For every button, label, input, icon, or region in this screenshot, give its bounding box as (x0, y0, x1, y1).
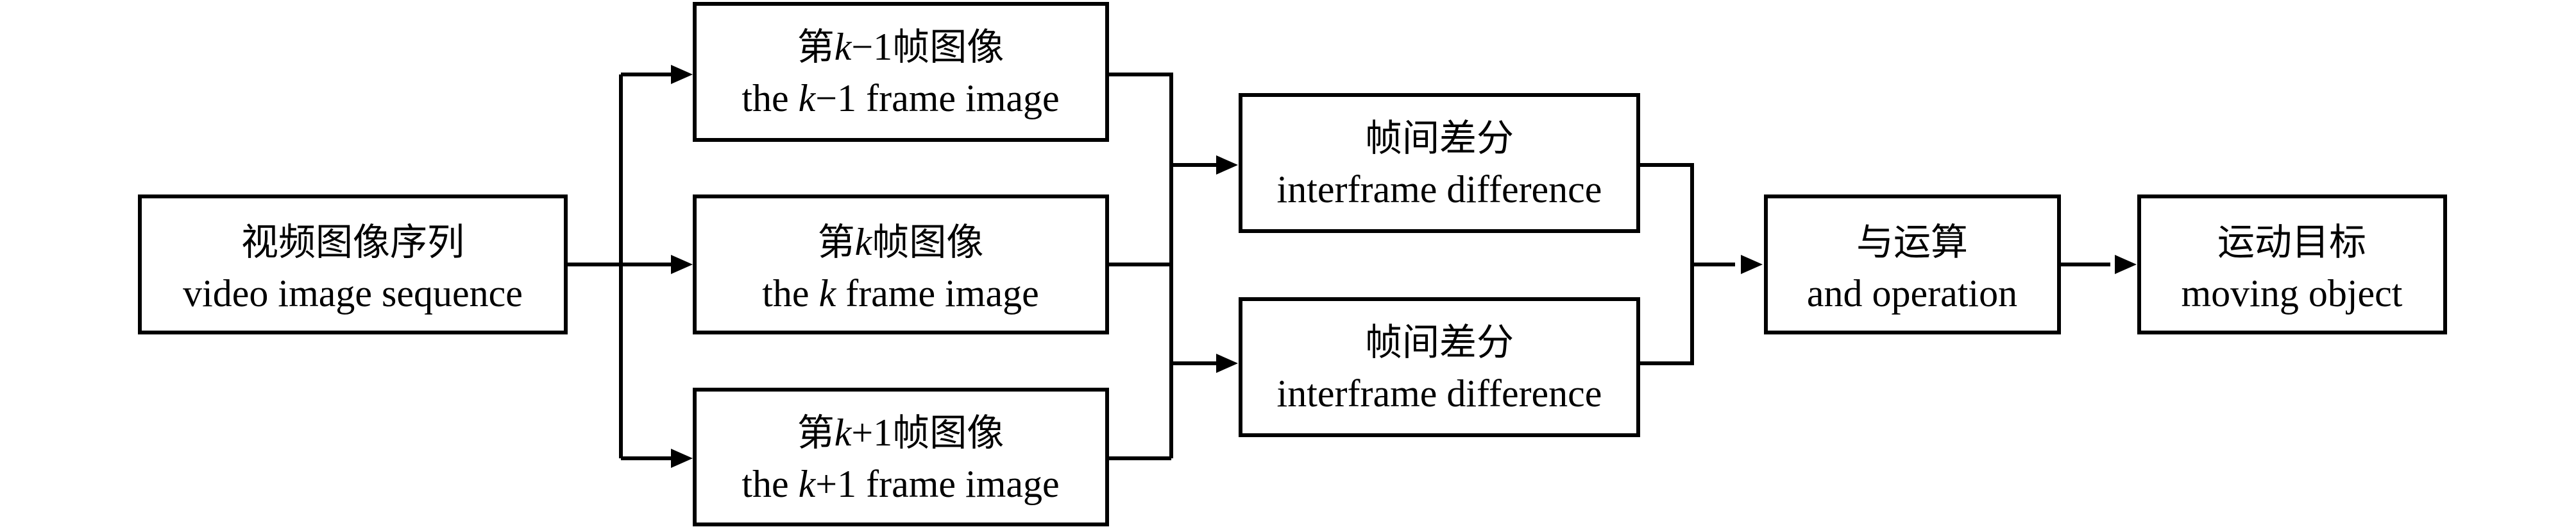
connector-sequence-split (567, 73, 677, 460)
node-diff-bottom-en: interframe difference (1277, 372, 1602, 415)
node-frame-next-en-pre: the (741, 463, 798, 505)
connectors (567, 65, 2137, 468)
node-frame-cur-en-post: frame image (836, 272, 1039, 315)
node-frame-next-en-var: k (799, 463, 817, 505)
node-frame-prev-en-var: k (799, 77, 817, 119)
node-diff-top: 帧间差分 interframe difference (1239, 93, 1640, 233)
node-frame-cur: 第k帧图像 the k frame image (693, 194, 1109, 334)
node-frame-cur-zh-pre: 第 (818, 220, 855, 264)
arrowhead-frame-cur (671, 255, 693, 274)
node-frame-next-en-post: +1 frame image (815, 463, 1059, 505)
node-frame-next-zh-post: 帧图像 (892, 411, 1004, 454)
node-moving-object-en: moving object (2182, 272, 2403, 315)
node-frame-next-en: the k+1 frame image (741, 463, 1059, 505)
node-frame-prev-zh-pre: 第 (797, 25, 835, 69)
node-diff-top-zh: 帧间差分 (1365, 116, 1514, 160)
node-frame-prev: 第k−1帧图像 the k−1 frame image (693, 2, 1109, 142)
node-moving-object: 运动目标 moving object (2137, 194, 2447, 334)
node-frame-cur-zh-post: 帧图像 (872, 220, 983, 264)
node-diff-top-en: interframe difference (1277, 168, 1602, 211)
node-video-sequence-zh: 视频图像序列 (241, 220, 464, 264)
node-frame-prev-en-post: −1 frame image (815, 77, 1059, 119)
node-frame-prev-en: the k−1 frame image (741, 77, 1059, 119)
connector-frames-to-diff-top (1107, 73, 1217, 460)
node-frame-cur-en-pre: the (762, 272, 818, 315)
node-and-operation-zh: 与运算 (1856, 220, 1968, 264)
node-frame-cur-en-var: k (819, 272, 837, 315)
arrowhead-diff-bottom (1216, 354, 1238, 373)
node-moving-object-zh: 运动目标 (2217, 220, 2366, 264)
node-frame-prev-zh: 第k−1帧图像 (797, 25, 1004, 69)
node-frame-next-zh: 第k+1帧图像 (797, 411, 1004, 454)
node-and-operation: 与运算 and operation (1764, 194, 2061, 334)
node-frame-next: 第k+1帧图像 the k+1 frame image (693, 388, 1109, 526)
node-video-sequence: 视频图像序列 video image sequence (138, 194, 568, 334)
node-frame-cur-zh-var: k (855, 221, 873, 263)
node-frame-prev-en-pre: the (741, 77, 798, 119)
arrowhead-frame-next (671, 449, 693, 468)
node-frame-prev-zh-var: k (835, 26, 852, 68)
node-and-operation-en: and operation (1807, 272, 2017, 315)
arrowhead-diff-top (1216, 155, 1238, 175)
node-diff-bottom: 帧间差分 interframe difference (1239, 297, 1640, 437)
node-frame-prev-zh-post: 帧图像 (892, 25, 1004, 69)
arrowhead-result (2115, 255, 2137, 274)
arrowhead-and (1741, 255, 1763, 274)
node-video-sequence-en: video image sequence (183, 272, 523, 315)
node-frame-next-zh-var: k (835, 411, 852, 454)
node-frame-prev-zh-num: −1 (851, 26, 892, 68)
node-frame-cur-zh: 第k帧图像 (818, 220, 984, 264)
connector-diffs-to-and (1640, 163, 1735, 365)
node-frame-cur-en: the k frame image (762, 272, 1038, 315)
node-frame-next-zh-pre: 第 (797, 411, 835, 454)
node-frame-next-zh-num: +1 (851, 411, 892, 454)
node-diff-bottom-zh: 帧间差分 (1365, 320, 1514, 364)
arrowhead-frame-prev (671, 65, 693, 84)
